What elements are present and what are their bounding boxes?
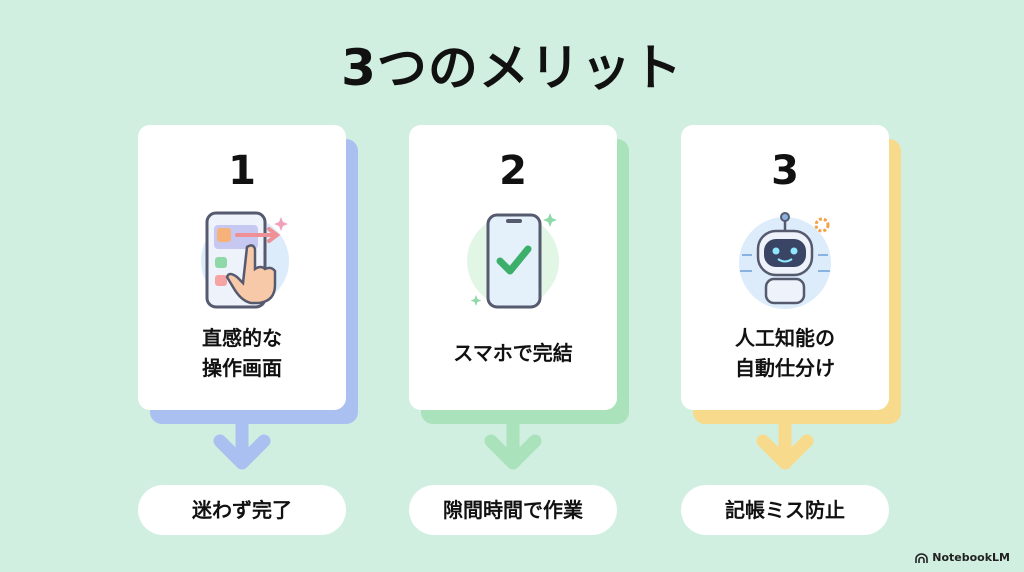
merit-column-1: 1 直感的な 操作画面 迷わず完了 [138,125,358,545]
merit-card-2: 2 スマホで完結 [409,125,617,410]
card-label-line: 直感的な [202,326,282,350]
card-label-line: 人工知能の [735,326,835,350]
result-pill: 記帳ミス防止 [681,485,889,535]
card-number: 1 [228,148,256,194]
card-label-line: 自動仕分け [735,356,835,380]
merit-card-1: 1 直感的な 操作画面 [138,125,346,410]
merit-card-3: 3 人工知能の 自動仕分け [681,125,889,410]
card-number: 2 [499,148,527,194]
brand-name: NotebookLM [932,551,1010,564]
page-title: 3つのメリット [341,39,683,97]
brand-watermark: NotebookLM [915,551,1010,564]
result-pill: 迷わず完了 [138,485,346,535]
merit-column-3: 3 人工知能の 自動仕分け 記帳ミス防止 [681,125,901,545]
card-label-line: 操作画面 [202,356,282,380]
robot-icon [739,212,831,309]
result-pill: 隙間時間で作業 [409,485,617,535]
card-label-line: スマホで完結 [453,341,573,365]
phone-check-icon [467,213,559,309]
card-number: 3 [771,148,799,194]
phone-tap-icon [201,211,289,309]
notebooklm-logo-icon [915,552,929,563]
merit-column-2: 2 スマホで完結 隙間時間で作業 [409,125,629,545]
